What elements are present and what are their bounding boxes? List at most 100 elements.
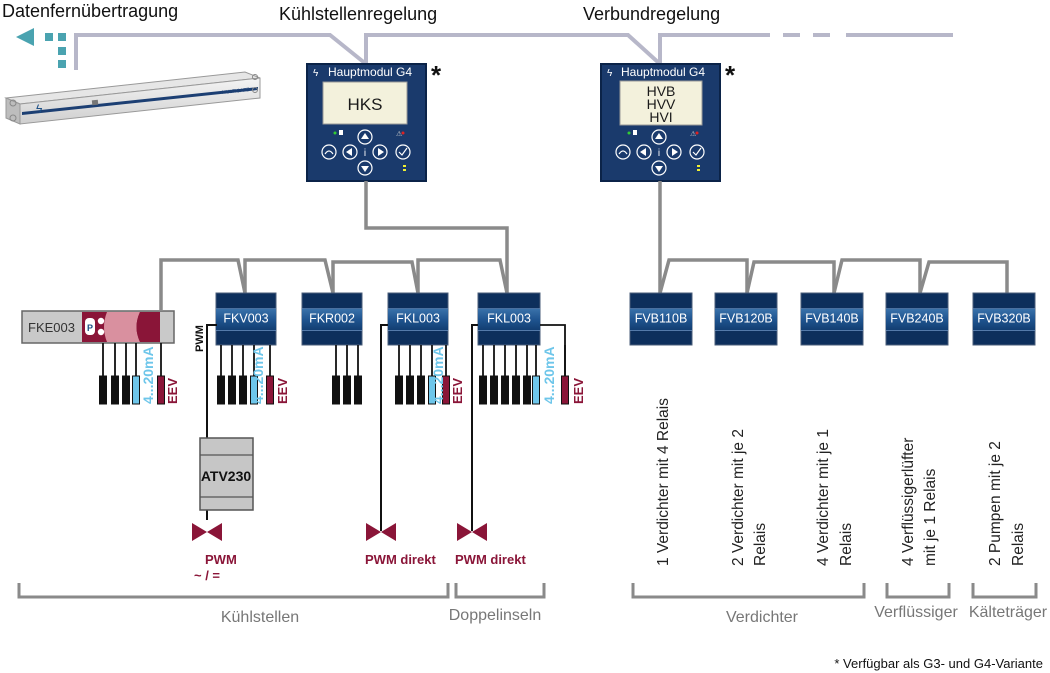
warning-icon: ⚠ (396, 130, 402, 138)
pwm-label: PWM (194, 325, 206, 352)
analog-input (428, 375, 436, 405)
group-label-verdichter: Verdichter (726, 609, 799, 626)
eev-label: EEV (275, 378, 290, 404)
gateway-brand: MULTIGATE (222, 87, 251, 96)
fkr002-module[interactable]: FKR002 (301, 292, 363, 346)
group-label-kuehlstellen: Kühlstellen (221, 609, 299, 626)
valve-sublabel: ~ / = (194, 568, 220, 583)
compound-bus (658, 181, 1009, 294)
info-button[interactable]: i (658, 148, 660, 159)
relay-output (332, 375, 340, 405)
module-title: Hauptmodul G4 (328, 65, 412, 79)
bolt-logo-icon: ϟ (36, 102, 43, 116)
footnote: * Verfügbar als G3- und G4-Variante (834, 656, 1043, 671)
relay-output (239, 375, 247, 405)
analog-label: 4...20mA (541, 346, 557, 404)
cooling-bus (159, 181, 509, 310)
fvb-module[interactable]: FVB110B (629, 292, 693, 346)
relay-output (217, 375, 225, 405)
relay-output (523, 375, 531, 405)
module-label: FVB120B (719, 312, 773, 326)
eev-label: EEV (571, 378, 586, 404)
confirm-button[interactable] (689, 144, 705, 160)
fkl003-module[interactable]: FKL003 (477, 292, 541, 346)
module-label: FVB240B (890, 312, 944, 326)
io-wire (540, 324, 566, 376)
analog-input (250, 375, 258, 405)
fkv003-module[interactable]: FKV003 (215, 292, 277, 346)
valve-line-fkl1 (380, 324, 388, 531)
down-key[interactable] (97, 328, 105, 336)
main-module-compound[interactable]: ϟ Hauptmodul G4 HVB HVV HVI ⚠ i (600, 63, 721, 182)
module-description: 2 Verdichter mit je 2 (730, 429, 747, 566)
lcd-line: HVV (647, 96, 676, 112)
info-button[interactable]: i (364, 148, 366, 159)
eev-output (266, 375, 274, 405)
module-label: FVB110B (635, 312, 688, 326)
valve-label: PWM direkt (365, 552, 436, 567)
module-description: 1 Verdichter mit 4 Relais (655, 398, 672, 566)
relay-output (122, 375, 130, 405)
module-title: Hauptmodul G4 (621, 65, 705, 79)
group-label-kaeltetraeger: Kälteträger (969, 604, 1048, 621)
variant-marker: * (431, 60, 442, 90)
variant-marker: * (725, 60, 736, 90)
eev-output (442, 375, 450, 405)
lcd-display (619, 80, 703, 126)
relay-output (417, 375, 425, 405)
analog-label: 4...20mA (140, 346, 156, 404)
main-module-hks[interactable]: ϟ Hauptmodul G4 HKS ⚠ i (306, 63, 427, 182)
lcd-line: HVI (649, 109, 672, 125)
fvb-module[interactable]: FVB240B (885, 292, 949, 346)
back-button[interactable] (615, 144, 631, 160)
module-label: FVB320B (977, 312, 1031, 326)
relay-output (395, 375, 403, 405)
confirm-button[interactable] (395, 144, 411, 160)
p-key[interactable] (85, 318, 95, 335)
fvb-module[interactable]: FVB320B (972, 292, 1036, 346)
fvb-module[interactable]: FVB120B (714, 292, 778, 346)
heading-remote-transmission: Datenfernübertragung (2, 1, 178, 21)
module-description: 4 Verdichter mit je 1 (815, 429, 832, 566)
module-description: Relais (838, 523, 855, 566)
analog-label: 4...20mA (250, 346, 266, 404)
relay-output (354, 375, 362, 405)
drive-label: ATV230 (201, 468, 252, 484)
heading-compound-control: Verbundregelung (583, 4, 720, 24)
relay-output (99, 375, 107, 405)
relay-output (479, 375, 487, 405)
analog-label: 4...20mA (430, 346, 446, 404)
valve-label: PWM direkt (455, 552, 526, 567)
keypad: ⚠ i (615, 129, 705, 176)
top-bus (74, 33, 953, 70)
multigate-gateway[interactable]: ϟ MULTIGATE (4, 71, 261, 125)
eev-output (561, 375, 569, 405)
fke003-module[interactable]: FKE003 P (21, 310, 175, 344)
relay-output (490, 375, 498, 405)
module-description: 4 Verflüssigerlüfter (900, 438, 917, 566)
lcd-line: HKS (348, 95, 383, 114)
lcd-display (322, 81, 408, 125)
eev-output (157, 375, 165, 405)
fvb-module[interactable]: FVB140B (800, 292, 864, 346)
group-label-doppelinseln: Doppelinseln (449, 607, 542, 624)
lock-icon (633, 130, 637, 135)
fkl003-module[interactable]: FKL003 (387, 292, 449, 346)
atv230-drive[interactable]: ATV230 (199, 437, 254, 511)
back-button[interactable] (321, 144, 337, 160)
module-description: Relais (1010, 523, 1027, 566)
module-description: 2 Pumpen mit je 2 (987, 441, 1004, 566)
up-key[interactable] (97, 317, 105, 325)
heading-cooling-control: Kühlstellenregelung (279, 4, 437, 24)
bolt-logo-icon: ϟ (607, 68, 613, 79)
module-label: FKE003 (28, 320, 75, 335)
module-description: mit je 1 Relais (922, 468, 939, 566)
analog-input (132, 375, 140, 405)
lock-icon (339, 130, 343, 135)
relay-output (228, 375, 236, 405)
valve-line-fkl2 (471, 324, 478, 531)
bolt-logo-icon: ϟ (313, 68, 319, 79)
valve-label: PWM (205, 552, 237, 567)
relay-output (343, 375, 351, 405)
